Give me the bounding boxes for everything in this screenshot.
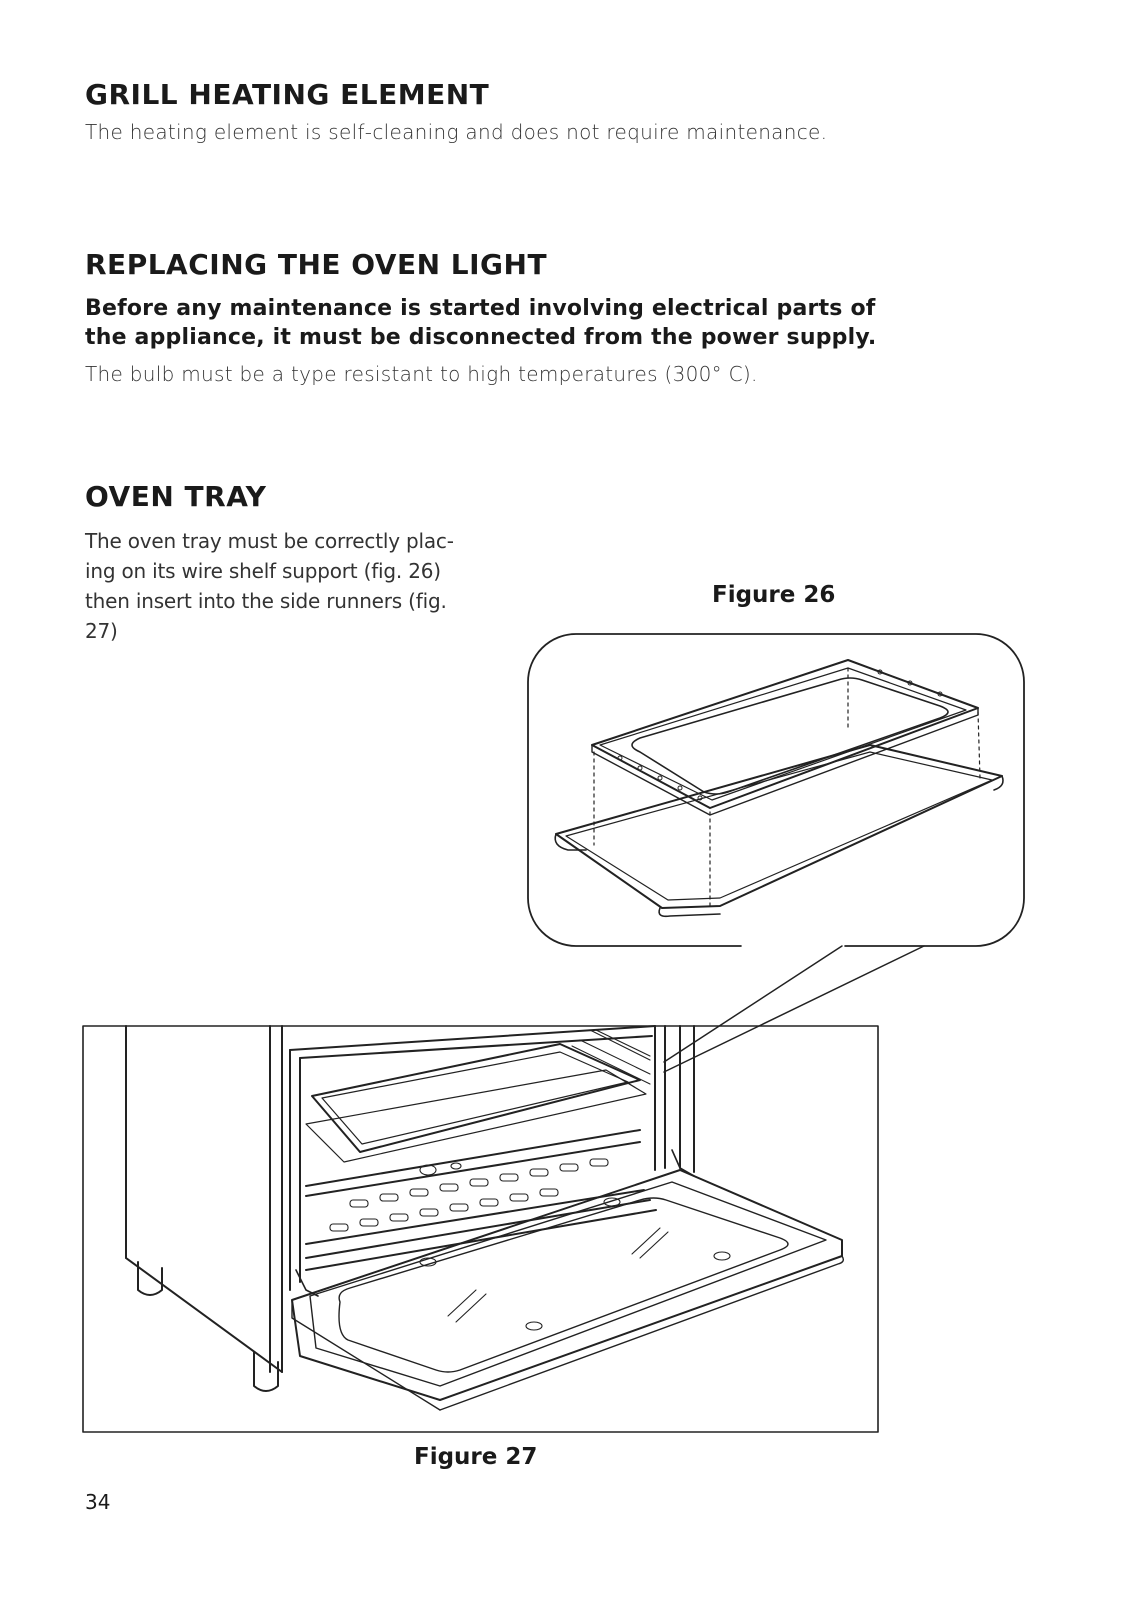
oven-tray-text: The oven tray must be correctly plac- in… — [85, 526, 505, 646]
oven-light-heading: REPLACING THE OVEN LIGHT — [85, 248, 548, 281]
oven-tray-heading: OVEN TRAY — [85, 480, 267, 513]
figure-26-illustration — [527, 633, 1025, 1073]
page-number: 34 — [85, 1490, 111, 1514]
figure-26-caption: Figure 26 — [712, 582, 836, 608]
oven-tray-text-line: then insert into the side runners (fig. — [85, 589, 447, 613]
maintenance-warning: Before any maintenance is started involv… — [85, 296, 877, 350]
oven-tray-text-line: ing on its wire shelf support (fig. 26) — [85, 559, 441, 583]
figure-27-caption: Figure 27 — [414, 1444, 538, 1470]
grill-text: The heating element is self-cleaning and… — [85, 120, 828, 144]
figure-27-illustration — [82, 1025, 879, 1433]
oven-tray-text-line: The oven tray must be correctly plac- — [85, 529, 454, 553]
oven-tray-text-line: 27) — [85, 619, 118, 643]
bulb-text: The bulb must be a type resistant to hig… — [85, 362, 758, 386]
grill-heading: GRILL HEATING ELEMENT — [85, 78, 490, 111]
